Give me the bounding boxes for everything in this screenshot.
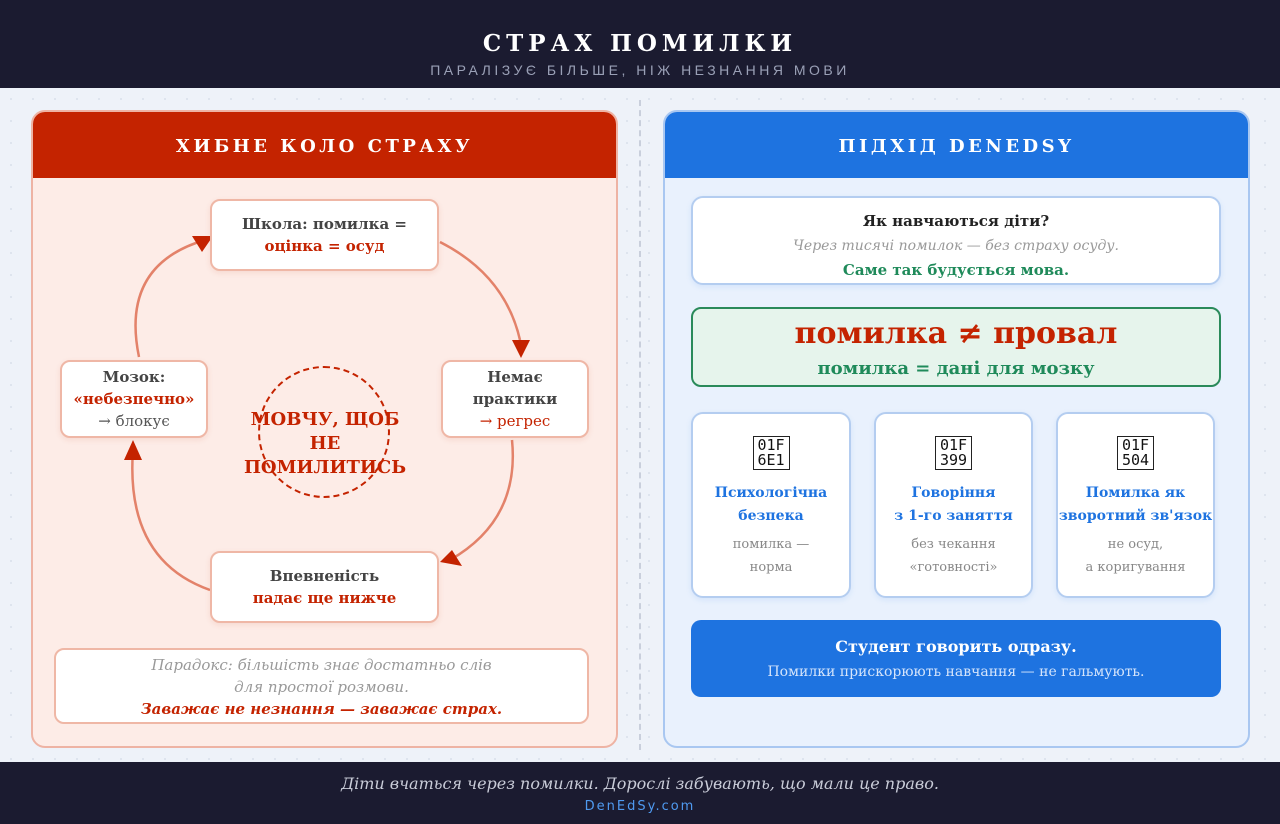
node-accent: «небезпечно» bbox=[73, 390, 195, 408]
kids-text: Через тисячі помилок — без страху осуду. bbox=[793, 238, 1119, 254]
feature-card-safety: 01F6E1 Психологічна безпека помилка — но… bbox=[691, 412, 851, 598]
footer: Діти вчаться через помилки. Дорослі забу… bbox=[0, 762, 1280, 824]
center-text: МОВЧУ, ЩОБ НЕ ПОМИЛИТИСЬ bbox=[243, 409, 407, 478]
kids-learning-box: Як навчаються діти? Через тисячі помилок… bbox=[691, 196, 1221, 285]
card-title: Говоріння bbox=[911, 485, 996, 501]
arrow-bottom-left bbox=[131, 449, 211, 592]
footer-site-link[interactable]: DenEdSy.com bbox=[584, 799, 696, 814]
header: СТРАХ ПОМИЛКИ ПАРАЛІЗУЄ БІЛЬШЕ, НІЖ НЕЗН… bbox=[0, 0, 1280, 88]
refresh-icon: 01F504 bbox=[1117, 436, 1154, 470]
card-text: не осуд, bbox=[1107, 537, 1164, 552]
card-title: Психологічна bbox=[714, 485, 828, 501]
paradox-box: Парадокс: більшість знає достатньо слів … bbox=[54, 648, 589, 724]
cycle-node-school: Школа: помилка = оцінка = осуд bbox=[210, 199, 439, 271]
node-accent: → регрес bbox=[479, 412, 551, 430]
arrowhead-icon bbox=[440, 550, 462, 566]
kids-accent: Саме так будується мова. bbox=[842, 261, 1070, 279]
arrow-left-top bbox=[134, 238, 206, 358]
formula-sub: помилка = дані для мозку bbox=[817, 358, 1095, 379]
feature-card-speaking: 01F399 Говоріння з 1-го заняття без чека… bbox=[874, 412, 1033, 598]
center-circle bbox=[258, 366, 390, 498]
arrowhead-icon bbox=[512, 340, 530, 358]
card-text: помилка — bbox=[732, 537, 810, 552]
page-title: СТРАХ ПОМИЛКИ bbox=[482, 30, 798, 57]
cta-text: Помилки прискорюють навчання — не гальму… bbox=[767, 664, 1145, 680]
formula-main: помилка ≠ провал bbox=[794, 316, 1118, 351]
cta-box: Студент говорить одразу. Помилки прискор… bbox=[691, 620, 1221, 697]
paradox-text: Парадокс: більшість знає достатньо слів bbox=[151, 656, 492, 674]
arrow-top-right bbox=[439, 240, 522, 341]
card-title: Помилка як bbox=[1085, 485, 1186, 501]
page-subtitle: ПАРАЛІЗУЄ БІЛЬШЕ, НІЖ НЕЗНАННЯ МОВИ bbox=[430, 62, 850, 78]
arrow-right-bottom bbox=[449, 439, 515, 562]
shield-icon: 01F6E1 bbox=[752, 436, 790, 470]
cta-title: Студент говорить одразу. bbox=[835, 637, 1077, 656]
node-text: Впевненість bbox=[269, 567, 380, 585]
node-accent: падає ще нижче bbox=[252, 589, 397, 607]
card-title: з 1-го заняття bbox=[894, 508, 1013, 524]
card-title: зворотний зв'язок bbox=[1058, 508, 1213, 524]
node-text: Мозок: bbox=[102, 368, 166, 386]
cycle-node-no-practice: Немає практики → регрес bbox=[441, 360, 589, 438]
card-text: а коригування bbox=[1085, 560, 1186, 575]
node-text: Немає bbox=[487, 368, 543, 386]
feature-card-feedback: 01F504 Помилка як зворотний зв'язок не о… bbox=[1056, 412, 1215, 598]
panel-title: ХИБНЕ КОЛО СТРАХУ bbox=[33, 112, 616, 178]
card-text: без чекання bbox=[911, 537, 996, 552]
arrowhead-icon bbox=[124, 440, 142, 460]
arrowhead-icon bbox=[192, 236, 213, 252]
node-text: Школа: помилка = bbox=[242, 215, 407, 233]
footer-quote: Діти вчаться через помилки. Дорослі забу… bbox=[341, 774, 939, 793]
divider bbox=[639, 100, 641, 750]
node-accent: оцінка = осуд bbox=[264, 237, 385, 255]
node-text: → блокує bbox=[98, 412, 170, 430]
panel-title: ПІДХІД DENEDSY bbox=[665, 112, 1248, 178]
node-text: практики bbox=[472, 390, 558, 408]
cycle-node-brain: Мозок: «небезпечно» → блокує bbox=[60, 360, 208, 438]
card-text: норма bbox=[749, 560, 793, 575]
cycle-node-confidence: Впевненість падає ще нижче bbox=[210, 551, 439, 623]
paradox-text: для простої розмови. bbox=[234, 678, 409, 696]
kids-title: Як навчаються діти? bbox=[862, 212, 1050, 230]
paradox-accent: Заважає не незнання — заважає страх. bbox=[140, 700, 503, 718]
microphone-icon: 01F399 bbox=[935, 436, 972, 470]
formula-box: помилка ≠ провал помилка = дані для мозк… bbox=[691, 307, 1221, 387]
card-title: безпека bbox=[738, 508, 804, 524]
card-text: «готовності» bbox=[909, 560, 998, 575]
